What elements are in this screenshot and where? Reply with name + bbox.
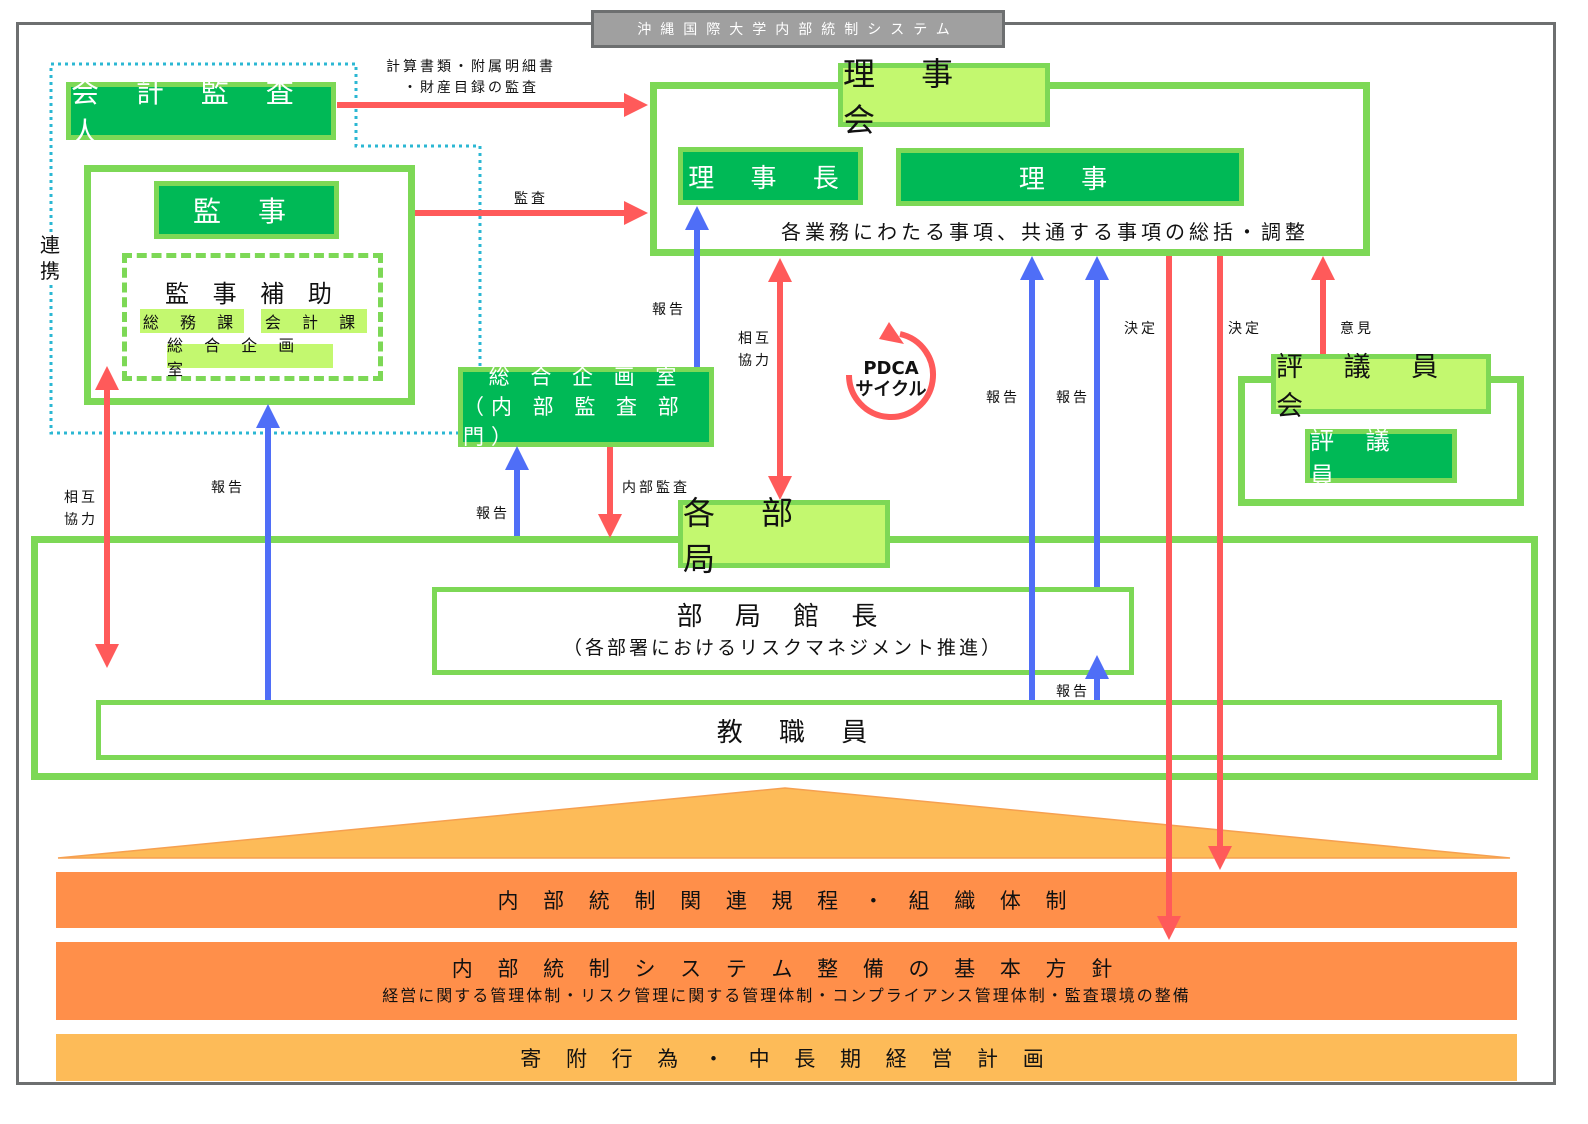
edge-label-internal-audit: 内部監査 bbox=[622, 480, 690, 496]
renkei-label: 連携 bbox=[38, 232, 62, 284]
board-title-box: 理 事 会 bbox=[838, 55, 1050, 139]
directors-label: 理 事 bbox=[1018, 164, 1122, 195]
edge-label-mutual-left: 相互 協力 bbox=[64, 490, 98, 528]
edge-label-decision-2: 決定 bbox=[1228, 321, 1262, 337]
kanji-support-item: 総 務 課 bbox=[140, 309, 244, 333]
edge-label-staff-report: 報告 bbox=[211, 480, 245, 496]
kanji-support-group bbox=[122, 253, 383, 381]
kanji-support-title: 監 事 補 助 bbox=[165, 280, 340, 308]
chairman-label: 理 事 長 bbox=[688, 163, 853, 194]
auditor-box: 会 計 監 査 人 bbox=[66, 76, 336, 149]
planning-office-line1: 総 合 企 画 室 bbox=[488, 365, 684, 389]
edge-label-kanji-audit: 監査 bbox=[514, 191, 548, 207]
edge-label-decision-1: 決定 bbox=[1124, 321, 1158, 337]
foundation-band-charter: 寄 附 行 為 ・ 中 長 期 経 営 計 画 bbox=[56, 1034, 1517, 1081]
board-title: 理 事 会 bbox=[843, 55, 972, 139]
dept-heads-box: 部 局 館 長 （各部署におけるリスクマネジメント推進） bbox=[432, 587, 1134, 675]
edge-label-opinion: 意見 bbox=[1340, 321, 1374, 337]
diagram-title: 沖縄国際大学内部統制システム bbox=[591, 10, 1005, 48]
kanji-box: 監 事 bbox=[154, 181, 339, 239]
planning-office-line2: （内 部 監 査 部 門） bbox=[463, 395, 686, 449]
councilors-box: 評 議 員 bbox=[1305, 427, 1457, 490]
edge-label-report-b: 報告 bbox=[1056, 390, 1090, 406]
planning-office-box: 総 合 企 画 室 （内 部 監 査 部 門） bbox=[458, 365, 714, 449]
dept-heads-title: 部 局 館 長 bbox=[676, 602, 890, 632]
edge-label-auditor-audit: 計算書類・附属明細書 ・財産目録の監査 bbox=[386, 59, 556, 96]
policy-subtitle: 経営に関する管理体制・リスク管理に関する管理体制・コンプライアンス管理体制・監査… bbox=[382, 986, 1191, 1005]
councilors-board-box: 評 議 員 会 bbox=[1271, 352, 1491, 422]
edge-label-report-planning: 報告 bbox=[476, 506, 510, 522]
staff-box: 教 職 員 bbox=[96, 700, 1502, 760]
edge-label-staff-to-heads: 報告 bbox=[1056, 684, 1090, 700]
pdca-label: PDCA サイクル bbox=[855, 358, 927, 400]
departments-title-box: 各 部 局 bbox=[678, 494, 890, 578]
policy-title: 内 部 統 制 シ ス テ ム 整 備 の 基 本 方 針 bbox=[451, 957, 1122, 981]
dept-heads-subtitle: （各部署におけるリスクマネジメント推進） bbox=[562, 637, 1003, 659]
foundation-band-regulations: 内 部 統 制 関 連 規 程 ・ 組 織 体 制 bbox=[56, 872, 1517, 928]
councilors-board-label: 評 議 員 会 bbox=[1276, 352, 1455, 422]
edge-label-report-a: 報告 bbox=[986, 390, 1020, 406]
auditor-label: 会 計 監 査 人 bbox=[71, 76, 308, 149]
staff-label: 教 職 員 bbox=[716, 717, 882, 748]
chairman-box: 理 事 長 bbox=[678, 147, 863, 205]
edge-label-mutual-board: 相互 協力 bbox=[738, 331, 772, 369]
board-description: 各業務にわたる事項、共通する事項の総括・調整 bbox=[781, 220, 1309, 244]
councilors-label: 評 議 員 bbox=[1310, 427, 1402, 490]
edge-label-planning-report: 報告 bbox=[652, 302, 686, 318]
foundation-band-policy: 内 部 統 制 シ ス テ ム 整 備 の 基 本 方 針 経営に関する管理体制… bbox=[56, 942, 1517, 1020]
kanji-support-item: 会 計 課 bbox=[261, 309, 367, 333]
directors-box: 理 事 bbox=[896, 148, 1244, 206]
departments-title: 各 部 局 bbox=[683, 494, 812, 578]
kanji-label: 監 事 bbox=[193, 195, 300, 228]
kanji-support-item: 総 合 企 画 室 bbox=[167, 336, 333, 379]
